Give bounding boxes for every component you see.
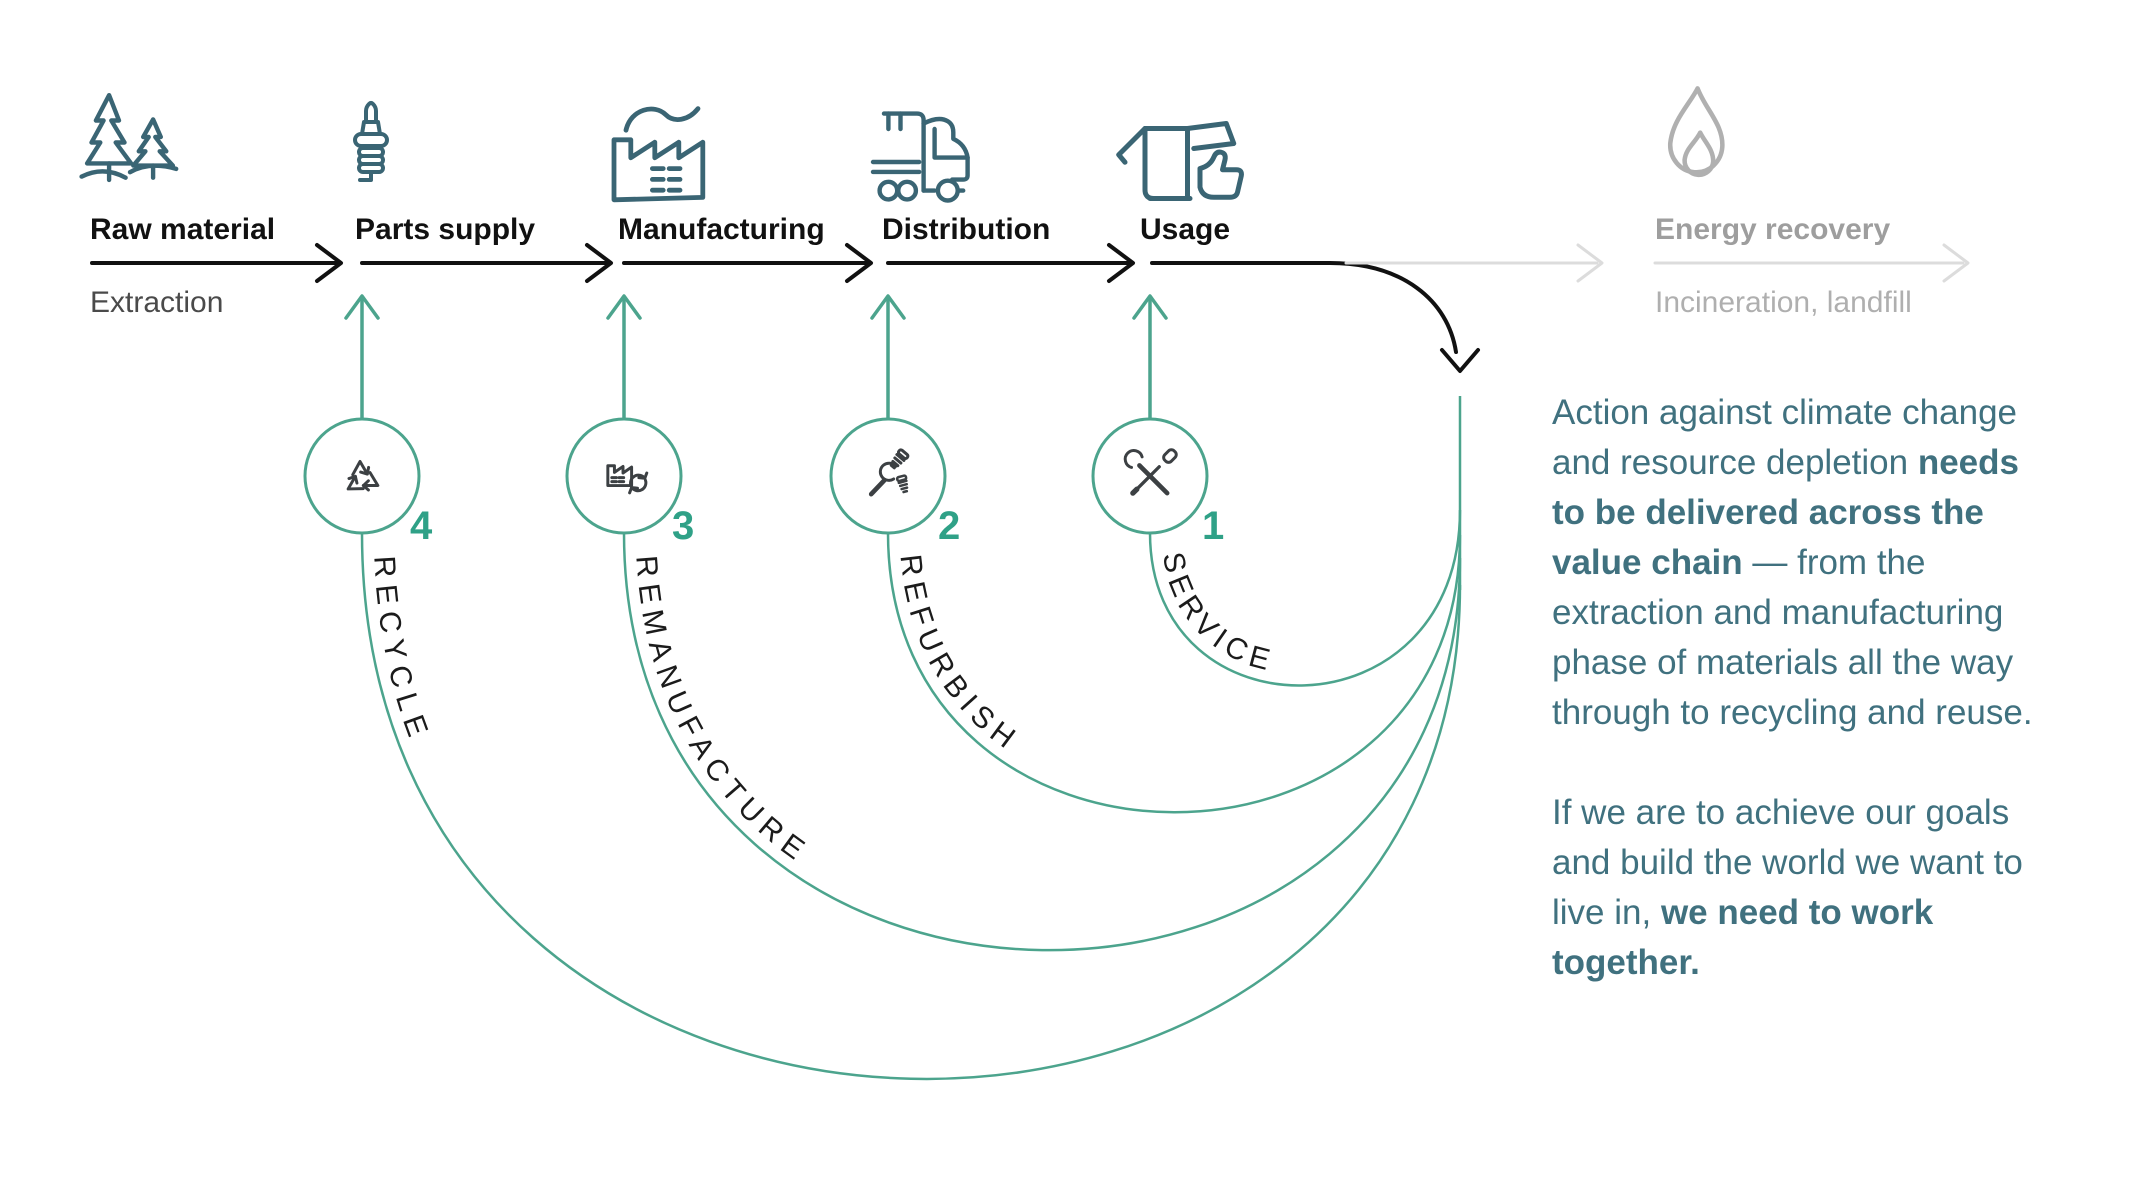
stage-label-manufacturing: Manufacturing [618, 213, 825, 246]
remanufacture-label-text: REMANUFACTURE [629, 554, 816, 871]
loop-number-refurbish: 2 [938, 504, 961, 548]
recycle-curve-label: RECYCLE [367, 555, 436, 748]
recycle-circle [303, 417, 421, 535]
flow-arrow-energy-1 [1344, 243, 1604, 283]
service-curve-label: SERVICE [1156, 549, 1281, 679]
service-loop-curve [1148, 509, 1462, 687]
aside-paragraph-2: If we are to achieve our goals and build… [1552, 788, 2040, 988]
spark-plug-icon [353, 101, 389, 182]
flow-arrow-2 [360, 243, 613, 283]
flow-arrow-4 [886, 243, 1135, 283]
remanufacture-curve-label: REMANUFACTURE [629, 554, 816, 871]
return-arrow-parts-supply [344, 294, 380, 421]
aside-p2-bold: we need to work together. [1552, 893, 1934, 982]
flow-arrow-energy-2 [1653, 243, 1970, 283]
loop-number-remanufacture: 3 [672, 504, 695, 548]
crossed-tools-icon [1123, 448, 1178, 496]
remanufacture-loop-curve [622, 532, 1462, 952]
recycle-loop-curve [360, 532, 1462, 1080]
recycle-arrows-icon [346, 459, 380, 492]
aside-copy: Action against climate change and resour… [1552, 388, 2040, 988]
aside-paragraph-1: Action against climate change and resour… [1552, 388, 2040, 738]
flow-arrow-1 [90, 243, 343, 283]
aside-p2-text: If we are to achieve our goals and build… [1552, 793, 2023, 932]
flow-arrow-usage-down [1150, 261, 1480, 373]
box-thumbs-up-icon [1116, 121, 1244, 201]
stage-sublabel-incineration: Incineration, landfill [1655, 286, 1912, 319]
recycle-label-text: RECYCLE [367, 555, 436, 748]
aside-p1-text: Action against climate change and resour… [1552, 393, 2017, 482]
refurbish-loop-curve [886, 532, 1462, 814]
remanufacture-circle [565, 417, 683, 535]
stage-sublabel-extraction: Extraction [90, 286, 224, 319]
factory-icon [611, 106, 706, 203]
stage-label-energy-recovery: Energy recovery [1655, 213, 1891, 246]
flow-arrow-3 [622, 243, 873, 283]
return-arrow-usage [1132, 294, 1168, 421]
stage-label-raw-material: Raw material [90, 213, 276, 246]
truck-icon [870, 111, 970, 203]
wrench-screws-icon [868, 448, 910, 497]
loop-number-recycle: 4 [410, 504, 433, 548]
refurbish-circle [829, 417, 947, 535]
factory-refresh-icon [606, 464, 649, 495]
return-arrow-manufacturing [606, 294, 642, 421]
stage-label-distribution: Distribution [882, 213, 1051, 246]
stage-label-parts-supply: Parts supply [355, 213, 536, 246]
flame-icon [1668, 86, 1725, 178]
pine-trees-icon [79, 93, 179, 183]
return-arrow-distribution [870, 294, 906, 421]
aside-p1-text-2: — from the extraction and manufacturing … [1552, 543, 2033, 732]
aside-p1-bold: needs to be delivered across the value c… [1552, 443, 2019, 582]
service-label-text: SERVICE [1156, 549, 1281, 679]
stage-label-usage: Usage [1140, 213, 1231, 246]
loop-number-service: 1 [1202, 504, 1225, 548]
